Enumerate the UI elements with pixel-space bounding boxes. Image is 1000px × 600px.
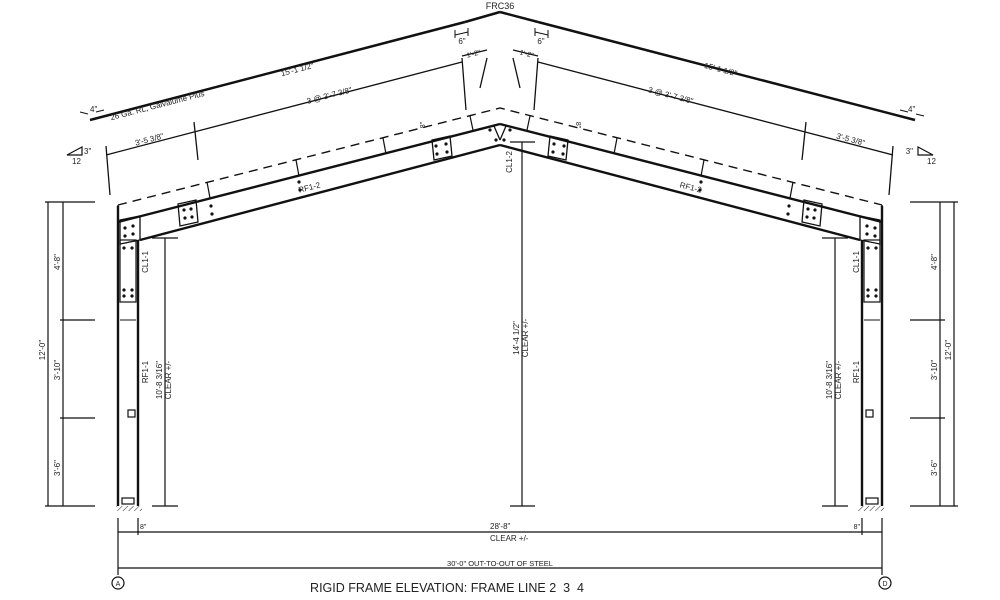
seg-top-right: 4'-8"	[930, 254, 939, 270]
column-depth-left: 8"	[140, 524, 147, 531]
clear-span-label: CLEAR +/-	[490, 534, 529, 543]
purlin-dimension-lines	[105, 49, 894, 196]
width-dims	[117, 518, 883, 575]
column-label-right: RF1-1	[852, 360, 861, 383]
purlin-spacing-left: 3 @ 3'-7 3/8"	[306, 85, 353, 105]
ridge-gap-left: 6"	[458, 37, 465, 46]
svg-text:14'-4 1/2": 14'-4 1/2"	[512, 321, 521, 355]
slope-symbol-right: 3" 12	[906, 146, 936, 166]
svg-text:3": 3"	[906, 147, 913, 156]
purlin-depth-left: 8"	[420, 121, 427, 128]
bolt-dots	[123, 128, 877, 238]
ridge-cap-label: FRC36	[486, 1, 515, 11]
seg-mid-right: 3'-10"	[930, 360, 939, 381]
svg-text:CLEAR +/-: CLEAR +/-	[521, 318, 530, 357]
svg-text:CLEAR +/-: CLEAR +/-	[834, 360, 843, 399]
svg-text:10'-8 3/16": 10'-8 3/16"	[825, 361, 834, 399]
rafter-left	[117, 122, 501, 242]
ridge-clear: 14'-4 1/2" CLEAR +/-	[512, 318, 530, 357]
svg-text:D: D	[882, 581, 887, 588]
roof-panel	[89, 10, 916, 122]
conn-label-right: CL1-1	[852, 251, 861, 273]
eave-height-left: 12'-0"	[38, 340, 47, 361]
panel-length-right: 15'-1 1/2"	[703, 61, 738, 78]
eave-height-right: 12'-0"	[944, 340, 953, 361]
panel-length-left: 15'-1 1/2"	[280, 61, 315, 78]
drawing-title: RIGID FRAME ELEVATION: FRAME LINE 2 3 4	[310, 581, 584, 595]
purlin-spacing-right: 3 @ 3'-7 3/8"	[647, 85, 694, 105]
ridge-gap-right: 6"	[537, 37, 544, 46]
slope-symbol-left: 3" 12	[66, 146, 91, 166]
column-depth-right: 8"	[854, 524, 861, 531]
seg-top-left: 4'-8"	[53, 254, 62, 270]
purlin-depth-right: 8"	[574, 122, 581, 129]
purlin-ridge-right: 1'-2"	[519, 49, 535, 59]
purlin-top-line	[117, 107, 883, 225]
conn-label-left: CL1-1	[141, 251, 150, 273]
svg-text:3": 3"	[84, 147, 91, 156]
overhang-right: 4"	[908, 105, 915, 114]
gridline-bubble-right: D	[878, 576, 892, 590]
svg-text:A: A	[116, 581, 121, 588]
column-left	[116, 206, 140, 506]
column-clear-right: 10'-8 3/16" CLEAR +/-	[825, 360, 843, 399]
svg-text:CLEAR +/-: CLEAR +/-	[164, 360, 173, 399]
height-dims-right	[910, 201, 958, 507]
out-to-out-dim: 30'-0" OUT-TO-OUT OF STEEL	[447, 559, 553, 568]
roof-panel-spec: 26 Ga. RL, Galvalume Plus	[109, 89, 205, 122]
overhang-left: 4"	[90, 105, 97, 114]
rafter-right	[499, 122, 883, 242]
gridline-bubble-left: A	[111, 576, 125, 590]
base-hatch-left	[116, 506, 142, 511]
svg-text:10'-8 3/16": 10'-8 3/16"	[155, 361, 164, 399]
column-right	[860, 206, 884, 506]
purlin-end-left: 3'-5 3/8"	[134, 131, 165, 147]
purlin-ridge-left: 1'-2"	[466, 49, 482, 59]
column-clear-left: 10'-8 3/16" CLEAR +/-	[155, 360, 173, 399]
seg-bot-right: 3'-6"	[930, 460, 939, 476]
svg-text:12: 12	[927, 157, 936, 166]
seg-bot-left: 3'-6"	[53, 460, 62, 476]
column-label-left: RF1-1	[141, 360, 150, 383]
svg-text:12: 12	[72, 157, 81, 166]
clear-span-value: 28'-8"	[490, 522, 511, 531]
base-hatch-right	[858, 506, 884, 511]
seg-mid-left: 3'-10"	[53, 360, 62, 381]
height-dims-left	[45, 201, 95, 507]
ridge-conn-label: CL1-2	[505, 151, 514, 173]
purlin-end-right: 3'-5 3/8"	[835, 132, 866, 148]
